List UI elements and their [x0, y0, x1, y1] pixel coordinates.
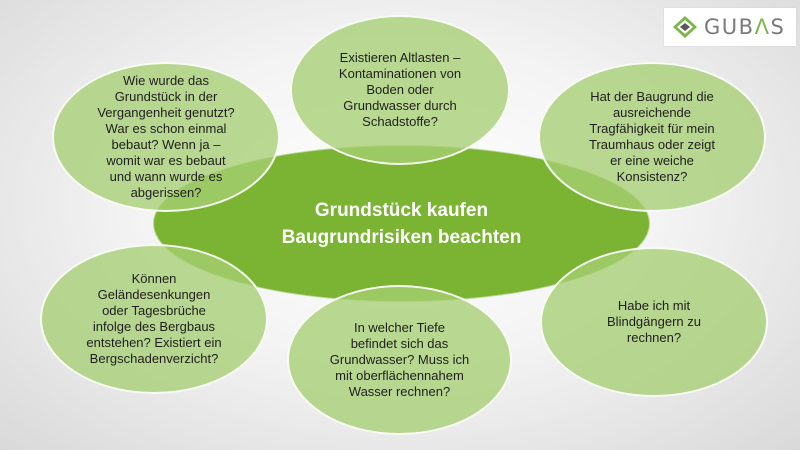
bubble-bottom-text: In welcher Tiefe befindet sich das Grund… — [329, 320, 470, 399]
bubble-bottom-right-text: Habe ich mit Blindgängern zu rechnen? — [607, 298, 701, 345]
bubble-top-left: Wie wurde das Grundstück in der Vergange… — [52, 62, 280, 212]
center-title-line2: Baugrundrisiken beachten — [281, 226, 522, 248]
bubble-bottom-right: Habe ich mit Blindgängern zu rechnen? — [540, 247, 768, 397]
center-title-line1: Grundstück kaufen — [314, 199, 489, 221]
bubble-bottom-left: Können Geländesenkungen oder Tagesbrüche… — [40, 244, 268, 394]
gubas-diamond-icon — [673, 16, 697, 38]
bubble-bottom: In welcher Tiefe befindet sich das Grund… — [287, 285, 512, 435]
bubble-top: Existieren Altlasten – Kontaminationen v… — [290, 15, 510, 165]
bubble-bottom-left-text: Können Geländesenkungen oder Tagesbrüche… — [86, 271, 222, 366]
bubble-top-right: Hat der Baugrund die ausreichende Tragfä… — [538, 62, 766, 212]
bubble-top-right-text: Hat der Baugrund die ausreichende Tragfä… — [589, 89, 715, 184]
bubble-top-left-text: Wie wurde das Grundstück in der Vergange… — [97, 73, 235, 200]
logo-wordmark: GUBΛS — [704, 15, 786, 39]
gubas-logo: GUBΛS — [664, 8, 796, 46]
bubble-top-text: Existieren Altlasten – Kontaminationen v… — [338, 50, 462, 129]
